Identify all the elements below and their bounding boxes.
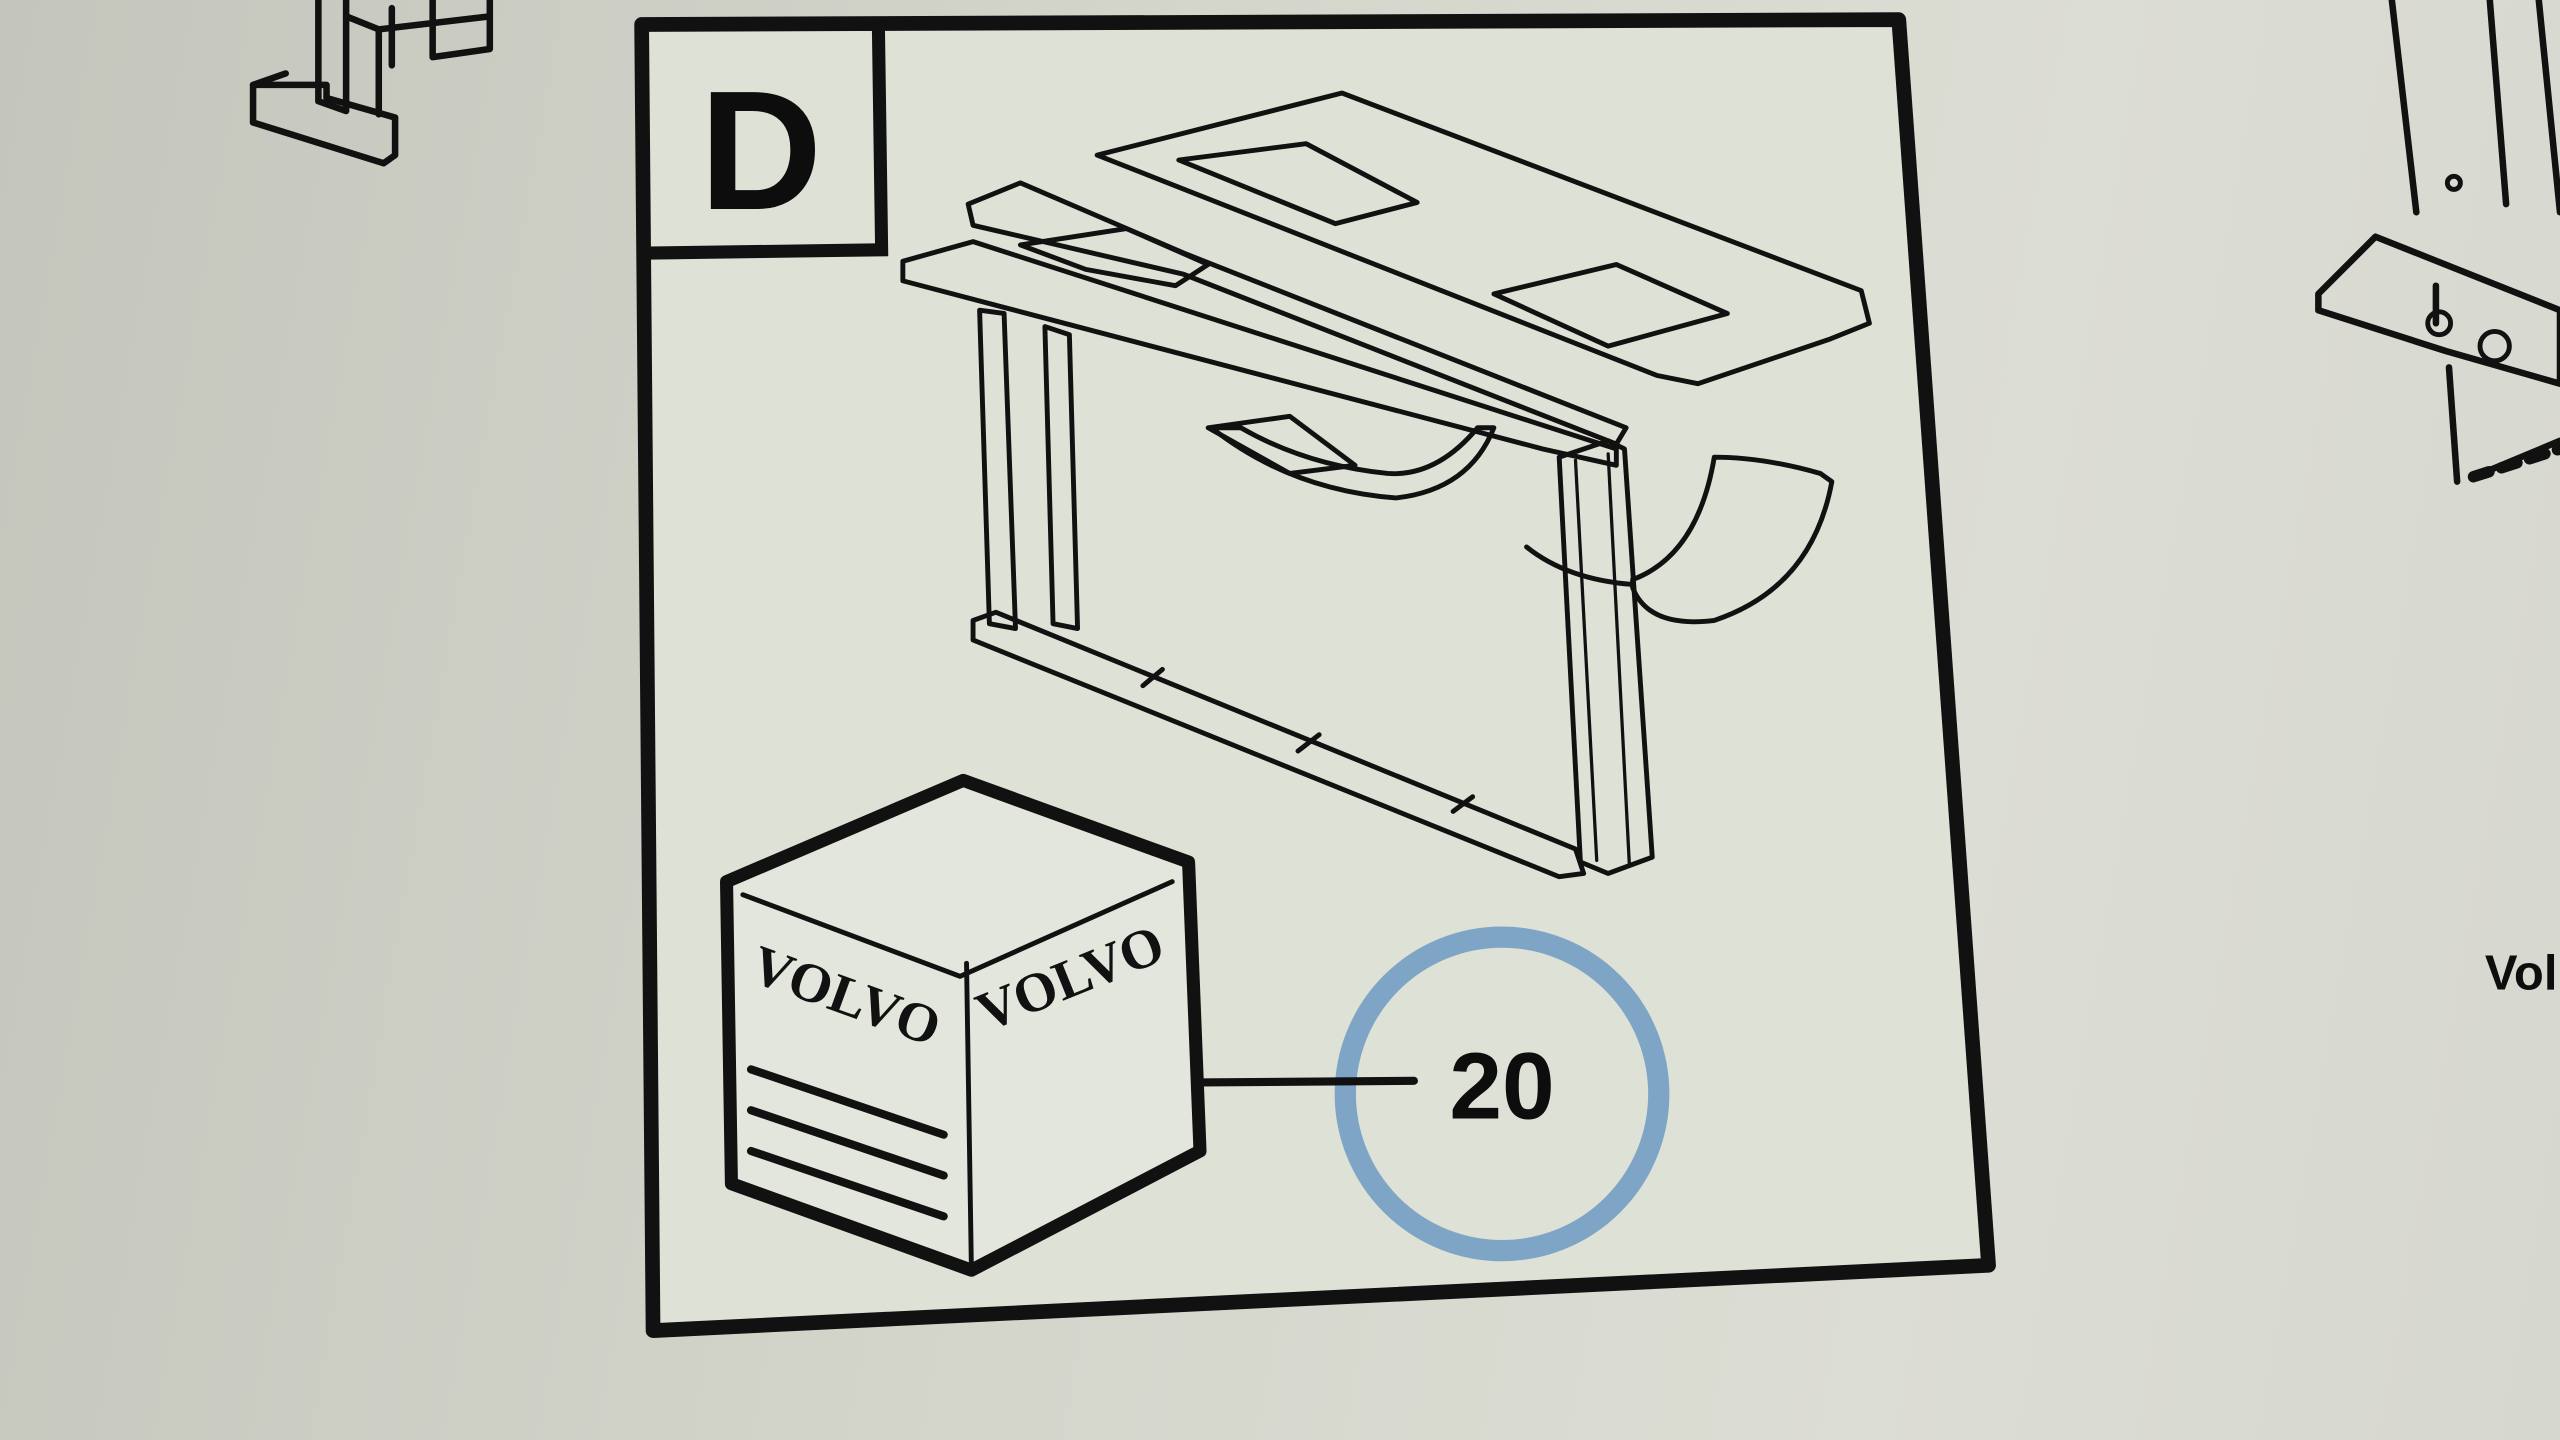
panel-letter: D [700,55,823,245]
panel-d: D VOLVO VOLVO [634,12,1996,1338]
right-neighbor-part-illustration [2315,0,2560,485]
left-neighbor-part-illustration [249,0,494,167]
parts-box-illustration: VOLVO VOLVO [720,773,1207,1277]
right-edge-text: Vol [2485,946,2558,1000]
panel-letter-box [641,17,889,260]
leader-line [1195,1076,1418,1087]
callout-ring [1334,926,1670,1262]
callout-number: 20 [1449,1033,1554,1139]
callout-20: 20 [1195,926,1670,1262]
table-frame-illustration [900,90,1872,880]
